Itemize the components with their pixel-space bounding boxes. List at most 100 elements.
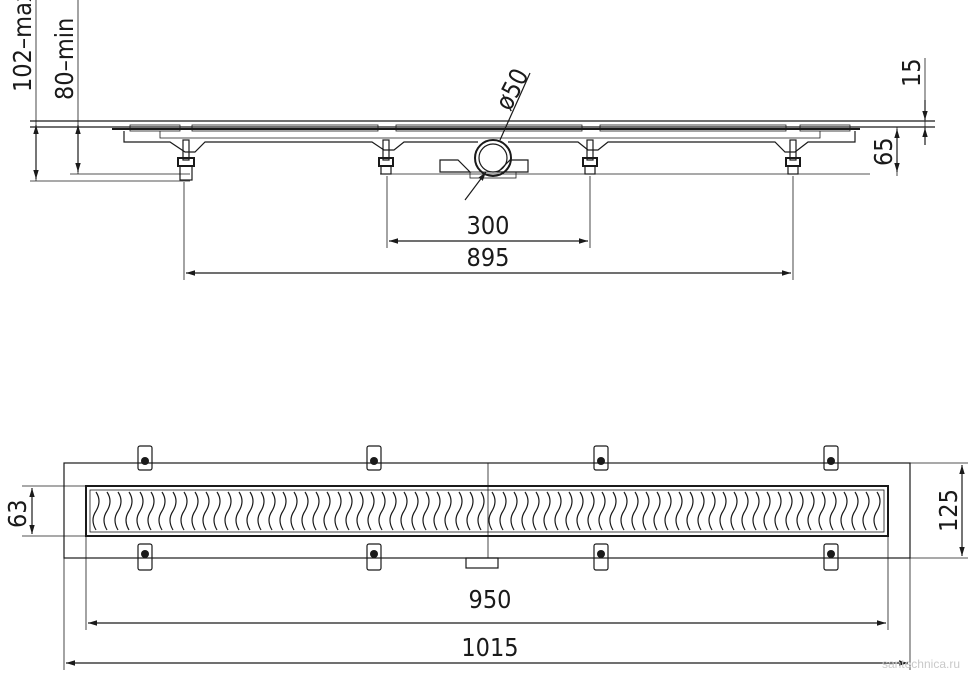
grate-slot: [631, 491, 639, 531]
mounting-tab: [593, 543, 609, 571]
grate-slot: [554, 491, 562, 531]
grate-slot: [268, 491, 276, 531]
grate-slot: [642, 491, 650, 531]
grate-slot: [873, 491, 881, 531]
dim-max-height: 102–max: [8, 0, 37, 92]
grate-slot: [796, 491, 804, 531]
grate-slot: [213, 491, 221, 531]
grate-slot: [576, 491, 584, 531]
dim-outlet-diameter: ø50: [490, 64, 535, 115]
grate-slot: [114, 491, 122, 531]
grate-slot: [521, 491, 529, 531]
grate-slot: [455, 491, 463, 531]
mounting-tab: [593, 445, 609, 471]
dim-min-height: 80–min: [50, 18, 79, 100]
top-view: 63 125 950 1015: [3, 445, 968, 670]
mounting-tab: [823, 543, 839, 571]
grate-slot: [378, 491, 386, 531]
mounting-tab: [366, 543, 382, 571]
grate-slot: [730, 491, 738, 531]
grate-slot: [763, 491, 771, 531]
grate-slot: [488, 491, 496, 531]
grate-slot: [653, 491, 661, 531]
mounting-tab: [137, 445, 153, 471]
grate-slot-pattern: [92, 491, 881, 531]
dim-top-thickness: 15: [897, 58, 926, 87]
grate-slot: [400, 491, 408, 531]
dim-body-depth: 65: [869, 137, 898, 166]
grate-slot: [609, 491, 617, 531]
grate-slot: [752, 491, 760, 531]
side-grate-segments: [129, 124, 851, 132]
grate-slot: [686, 491, 694, 531]
grate-slot: [620, 491, 628, 531]
dim-leg-spacing: 300: [467, 211, 510, 240]
grate-slot: [862, 491, 870, 531]
grate-slot: [356, 491, 364, 531]
grate-slot: [224, 491, 232, 531]
grate-slot: [433, 491, 441, 531]
grate-slot: [477, 491, 485, 531]
mounting-tab: [366, 445, 382, 471]
grate-slot: [785, 491, 793, 531]
grate-slot: [466, 491, 474, 531]
mounting-tabs: [137, 445, 839, 571]
grate-slot: [851, 491, 859, 531]
grate-slot: [202, 491, 210, 531]
grate-slot: [829, 491, 837, 531]
grate-slot: [532, 491, 540, 531]
grate-slot: [169, 491, 177, 531]
grate-slot: [345, 491, 353, 531]
dim-leg-span: 895: [467, 243, 510, 272]
grate-slot: [136, 491, 144, 531]
grate-slot: [125, 491, 133, 531]
grate-slot: [708, 491, 716, 531]
grate-slot: [543, 491, 551, 531]
grate-slot: [741, 491, 749, 531]
mounting-tab: [823, 445, 839, 471]
watermark: santechnica.ru: [882, 657, 960, 671]
dim-total-length: 1015: [461, 633, 518, 662]
grate-slot: [301, 491, 309, 531]
grate-slot: [191, 491, 199, 531]
outlet-pipe: [439, 139, 529, 179]
adjustable-legs: [177, 139, 801, 181]
grate-slot: [103, 491, 111, 531]
grate-slot: [411, 491, 419, 531]
grate-slot: [92, 491, 100, 531]
grate-slot: [499, 491, 507, 531]
grate-slot: [235, 491, 243, 531]
grate-slot: [818, 491, 826, 531]
grate-slot: [598, 491, 606, 531]
mounting-tab: [137, 543, 153, 571]
grate-slot: [807, 491, 815, 531]
grate-slot: [389, 491, 397, 531]
grate-slot: [180, 491, 188, 531]
grate-slot: [312, 491, 320, 531]
side-view: 102–max 80–min 15 65 ø50 300 895: [8, 0, 935, 280]
grate-slot: [565, 491, 573, 531]
grate-slot: [664, 491, 672, 531]
grate-slot: [323, 491, 331, 531]
grate-slot: [510, 491, 518, 531]
grate-slot: [719, 491, 727, 531]
grate-slot: [257, 491, 265, 531]
dim-total-width: 125: [934, 489, 963, 532]
grate-slot: [147, 491, 155, 531]
grate-slot: [587, 491, 595, 531]
dim-grate-width: 63: [3, 499, 32, 528]
grate-slot: [367, 491, 375, 531]
grate-slot: [444, 491, 452, 531]
grate-slot: [675, 491, 683, 531]
grate-slot: [246, 491, 254, 531]
grate-slot: [279, 491, 287, 531]
grate-slot: [697, 491, 705, 531]
grate-slot: [334, 491, 342, 531]
grate-slot: [290, 491, 298, 531]
grate-slot: [422, 491, 430, 531]
dim-grate-length: 950: [469, 585, 512, 614]
grate-slot: [774, 491, 782, 531]
grate-slot: [840, 491, 848, 531]
grate-slot: [158, 491, 166, 531]
